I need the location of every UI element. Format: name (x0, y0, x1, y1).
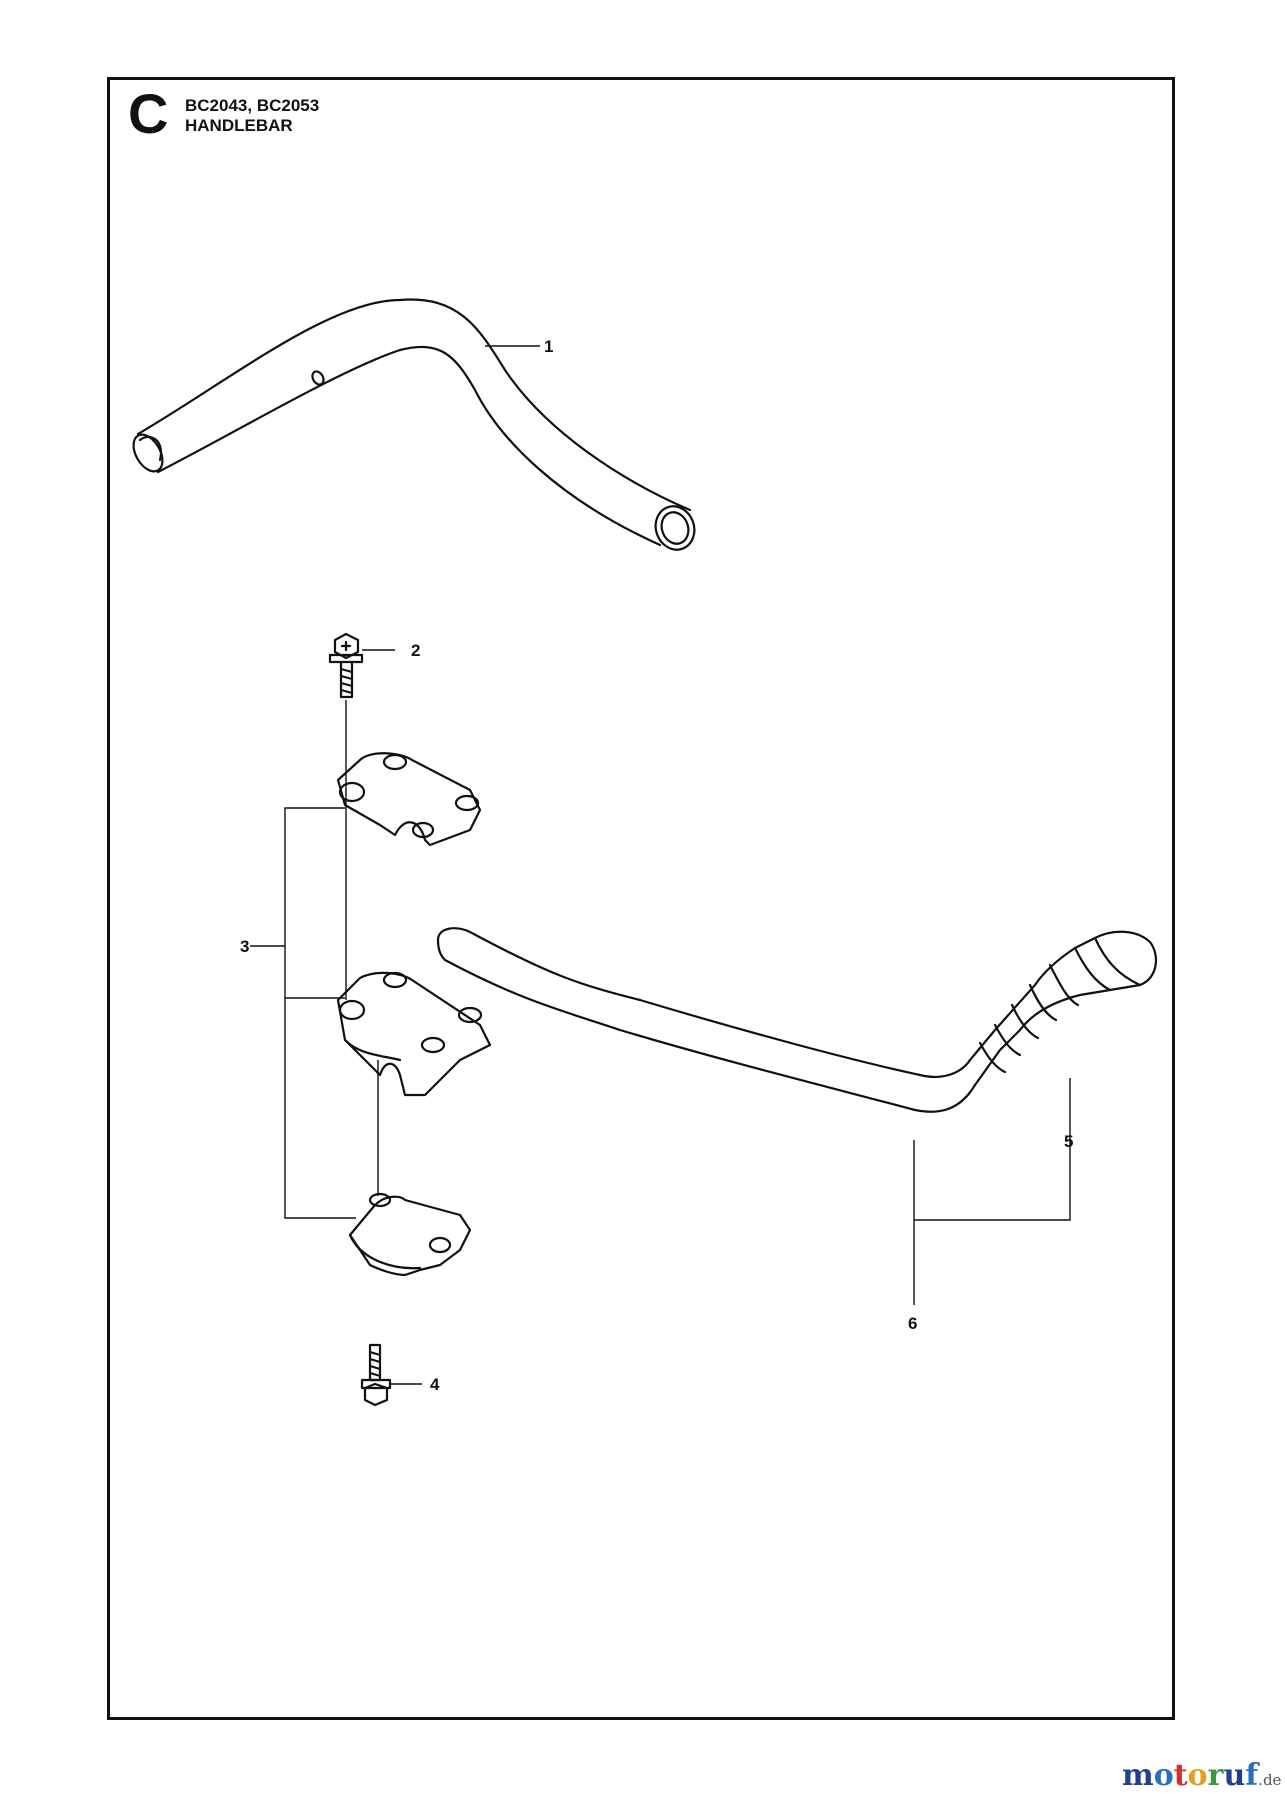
leader-lines (250, 345, 1071, 1385)
callout-5: 5 (1064, 1132, 1074, 1151)
callout-4: 4 (430, 1375, 440, 1394)
watermark-letter: o (1153, 1758, 1174, 1793)
watermark-letter: r (1207, 1758, 1224, 1793)
watermark-letter: t (1173, 1758, 1188, 1793)
screw-bottom-part (360, 1343, 392, 1407)
watermark-letter: o (1187, 1758, 1208, 1793)
watermark-letter: u (1223, 1758, 1246, 1793)
grip-handle-part (436, 927, 1158, 1113)
callout-1: 1 (544, 337, 554, 356)
bracket-5 (914, 1078, 1071, 1221)
diagram-frame (107, 77, 1175, 1720)
callout-2: 2 (411, 641, 421, 660)
section-letter: C (128, 82, 169, 145)
watermark-letter: f (1245, 1758, 1259, 1793)
model-numbers: BC2043, BC2053 (185, 96, 320, 115)
callout-6: 6 (908, 1314, 918, 1333)
watermark-letter: m (1122, 1758, 1154, 1793)
bracket-3 (284, 807, 356, 1219)
handlebar-tube-part (132, 298, 696, 551)
callout-3: 3 (240, 937, 250, 956)
clamp-middle-part (336, 971, 492, 1097)
clamp-bottom-part (348, 1192, 472, 1277)
clamp-top-part (336, 752, 482, 847)
page-title: HANDLEBAR (185, 116, 293, 135)
watermark-logo: motoruf.de (1122, 1758, 1281, 1793)
watermark-suffix: .de (1258, 1771, 1282, 1789)
screw-top-part (328, 632, 364, 699)
